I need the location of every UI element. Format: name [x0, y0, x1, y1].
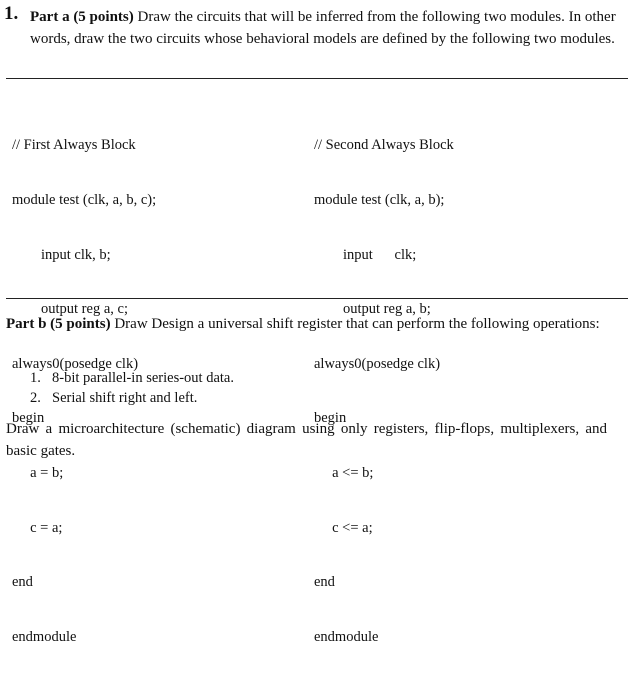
part-a-label: Part a (5 points) [30, 9, 134, 25]
code-line: a <= b; [314, 464, 374, 481]
list-item-number: 2. [30, 390, 41, 406]
code-line: input clk, b; [12, 246, 111, 263]
list-item: 1. 8-bit parallel-in series-out data. [30, 368, 234, 388]
list-item-text: 8-bit parallel-in series-out data. [52, 370, 234, 386]
divider-top [6, 78, 628, 79]
question-page: 1. Part a (5 points) Draw the circuits t… [4, 3, 628, 645]
part-b-text: Draw Design a universal shift register t… [110, 316, 600, 332]
list-item: 2. Serial shift right and left. [30, 388, 234, 408]
code-line: begin [314, 410, 347, 427]
code-line: c <= a; [314, 519, 373, 536]
final-instruction: Draw a microarchitecture (schematic) dia… [6, 421, 607, 459]
code-line: module test (clk, a, b); [314, 192, 445, 208]
code-line: module test (clk, a, b, c); [12, 192, 157, 208]
list-item-number: 1. [30, 370, 41, 386]
code-line: // First Always Block [12, 137, 136, 154]
code-line: a = b; [12, 464, 64, 481]
part-b-label: Part b (5 points) [6, 316, 111, 332]
question-number: 1. [4, 3, 19, 24]
code-line: output reg a, b; [314, 301, 431, 318]
part-b-paragraph: Part b (5 points) Draw Design a universa… [6, 313, 607, 335]
code-line: output reg a, c; [12, 301, 128, 318]
code-line: end [12, 574, 33, 591]
code-line: // Second Always Block [314, 137, 454, 154]
code-line: end [314, 574, 335, 591]
operations-list: 1. 8-bit parallel-in series-out data. 2.… [30, 368, 234, 408]
code-line: input clk; [314, 246, 417, 263]
code-line: begin [12, 410, 45, 427]
code-line: always0(posedge clk) [12, 355, 139, 372]
part-a-text: Draw the circuits that will be inferred … [30, 9, 616, 47]
divider-bottom [6, 298, 628, 299]
code-line: c = a; [12, 519, 63, 536]
code-line: endmodule [314, 628, 379, 645]
code-line: always0(posedge clk) [314, 355, 441, 372]
list-item-text: Serial shift right and left. [52, 390, 198, 406]
code-block-second: // Second Always Block module test (clk,… [314, 100, 454, 682]
code-line: endmodule [12, 628, 77, 645]
part-a-paragraph: Part a (5 points) Draw the circuits that… [30, 6, 620, 50]
